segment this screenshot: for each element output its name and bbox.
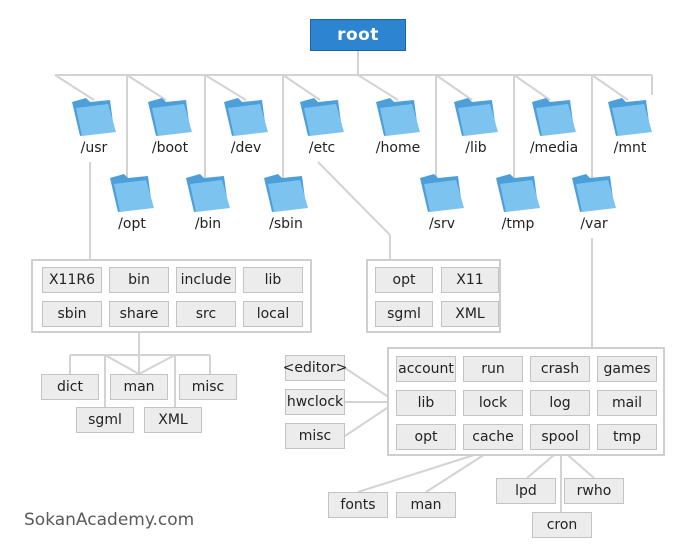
- folder-boot[interactable]: /boot: [140, 96, 200, 156]
- usr-item[interactable]: sbin: [42, 301, 102, 327]
- folder-media[interactable]: /media: [524, 96, 584, 156]
- folder-label: /sbin: [269, 216, 303, 232]
- folder-label: /lib: [465, 140, 487, 156]
- var-item[interactable]: account: [396, 356, 456, 382]
- usr-contents-group: X11R6 bin include lib sbin share src loc…: [31, 259, 312, 333]
- usr-item[interactable]: include: [176, 267, 236, 293]
- share-item[interactable]: sgml: [76, 407, 134, 433]
- spool-item[interactable]: rwho: [564, 478, 624, 504]
- share-item[interactable]: dict: [41, 374, 99, 400]
- spool-item[interactable]: cron: [532, 512, 592, 538]
- var-item[interactable]: mail: [597, 390, 657, 416]
- folder-icon: [572, 174, 616, 212]
- folder-icon: [224, 98, 268, 136]
- var-lib-item[interactable]: hwclock: [285, 389, 345, 415]
- folder-usr[interactable]: /usr: [64, 96, 124, 156]
- var-item-lib[interactable]: lib: [396, 390, 456, 416]
- folder-label: /media: [529, 140, 579, 156]
- folder-label: /home: [375, 140, 421, 156]
- folder-label: /opt: [118, 216, 146, 232]
- var-item[interactable]: tmp: [597, 424, 657, 450]
- spool-item[interactable]: lpd: [496, 478, 556, 504]
- folder-label: /etc: [308, 140, 336, 156]
- folder-icon: [110, 174, 154, 212]
- folder-mnt[interactable]: /mnt: [600, 96, 660, 156]
- folder-label: /mnt: [613, 140, 647, 156]
- var-item-spool[interactable]: spool: [530, 424, 590, 450]
- folder-icon: [608, 98, 652, 136]
- var-lib-item[interactable]: misc: [285, 423, 345, 449]
- share-item[interactable]: XML: [144, 407, 202, 433]
- usr-item-share[interactable]: share: [109, 301, 169, 327]
- watermark: SokanAcademy.com: [24, 510, 195, 530]
- etc-item[interactable]: opt: [375, 267, 433, 293]
- etc-contents-group: opt X11 sgml XML: [366, 259, 501, 333]
- var-item[interactable]: games: [597, 356, 657, 382]
- folder-label: /var: [580, 216, 608, 232]
- folder-label: /boot: [151, 140, 189, 156]
- usr-item[interactable]: src: [176, 301, 236, 327]
- folder-srv[interactable]: /srv: [412, 172, 472, 232]
- folder-label: /tmp: [501, 216, 535, 232]
- folder-icon: [376, 98, 420, 136]
- folder-icon: [454, 98, 498, 136]
- folder-label: /dev: [230, 140, 262, 156]
- var-item[interactable]: opt: [396, 424, 456, 450]
- folder-etc[interactable]: /etc: [292, 96, 352, 156]
- usr-item[interactable]: X11R6: [42, 267, 102, 293]
- folder-icon: [300, 98, 344, 136]
- var-item[interactable]: crash: [530, 356, 590, 382]
- folder-icon: [264, 174, 308, 212]
- etc-item[interactable]: sgml: [375, 301, 433, 327]
- usr-item[interactable]: local: [243, 301, 303, 327]
- folder-opt[interactable]: /opt: [102, 172, 162, 232]
- usr-item[interactable]: bin: [109, 267, 169, 293]
- folder-var[interactable]: /var: [564, 172, 624, 232]
- etc-item[interactable]: X11: [441, 267, 499, 293]
- folder-icon: [496, 174, 540, 212]
- var-item[interactable]: run: [463, 356, 523, 382]
- folder-sbin[interactable]: /sbin: [256, 172, 316, 232]
- folder-label: /srv: [428, 216, 456, 232]
- cache-item[interactable]: fonts: [328, 492, 388, 518]
- folder-dev[interactable]: /dev: [216, 96, 276, 156]
- cache-item[interactable]: man: [396, 492, 456, 518]
- folder-icon: [148, 98, 192, 136]
- folder-icon: [532, 98, 576, 136]
- var-lib-item[interactable]: <editor>: [283, 355, 347, 381]
- folder-lib[interactable]: /lib: [446, 96, 506, 156]
- folder-tmp[interactable]: /tmp: [488, 172, 548, 232]
- folder-icon: [186, 174, 230, 212]
- folder-bin[interactable]: /bin: [178, 172, 238, 232]
- share-item[interactable]: man: [110, 374, 168, 400]
- usr-item[interactable]: lib: [243, 267, 303, 293]
- var-contents-group: account run crash games lib lock log mai…: [387, 347, 665, 456]
- folder-label: /usr: [80, 140, 108, 156]
- etc-item[interactable]: XML: [441, 301, 499, 327]
- share-item[interactable]: misc: [179, 374, 237, 400]
- folder-icon: [72, 98, 116, 136]
- var-item-cache[interactable]: cache: [463, 424, 523, 450]
- folder-icon: [420, 174, 464, 212]
- folder-label: /bin: [194, 216, 222, 232]
- var-item[interactable]: log: [530, 390, 590, 416]
- folder-home[interactable]: /home: [368, 96, 428, 156]
- var-item[interactable]: lock: [463, 390, 523, 416]
- root-node[interactable]: root: [310, 19, 406, 51]
